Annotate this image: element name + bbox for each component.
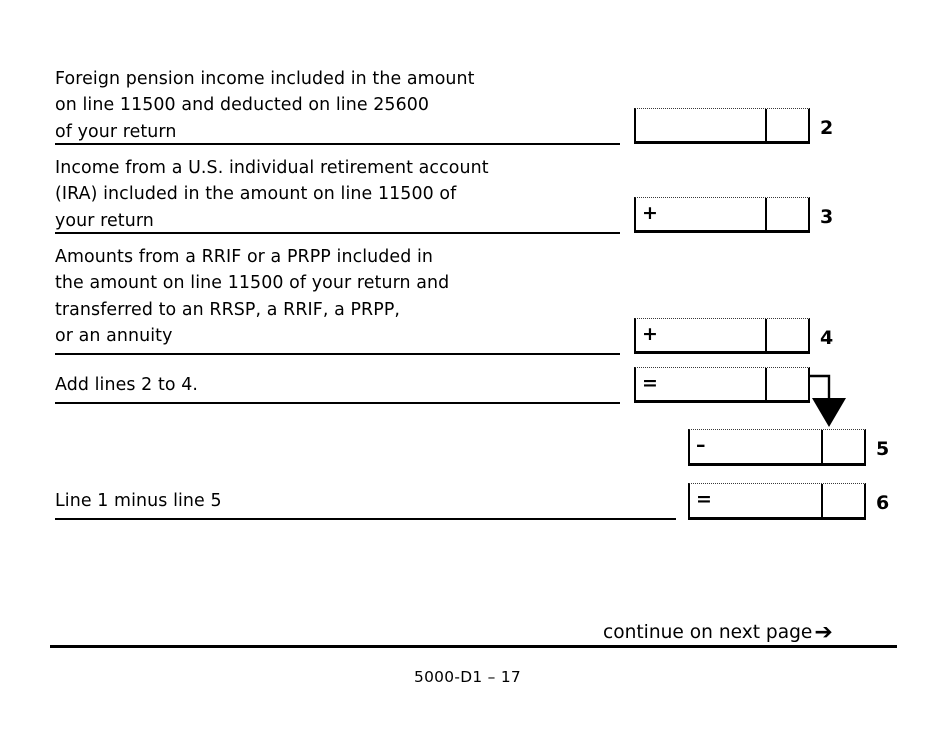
row-6-line-number: 6 [876,492,890,514]
row-subtotal-operator: = [642,371,658,394]
row-6-amount-field[interactable]: = [688,483,866,520]
row-5-operator: – [696,434,706,456]
row-2-line-number: 2 [820,117,834,139]
row-subtotal-cents-cell[interactable] [767,368,808,400]
row-3-underline [55,232,620,234]
row-4-description: Amounts from a RRIF or a PRPP included i… [55,247,450,347]
carry-down-arrow-icon [808,374,846,427]
row-3-cents-cell[interactable] [767,198,808,230]
footer-divider [50,645,897,648]
row-3-amount-field[interactable]: + [634,197,810,233]
row-6-description: Line 1 minus line 5 [55,491,222,511]
row-2-dollars-cell[interactable] [636,109,767,141]
row-5-cents-cell[interactable] [823,430,864,463]
row-2-amount-field[interactable] [634,108,810,144]
row-5-amount-field[interactable]: – [688,429,866,466]
row-subtotal-description: Add lines 2 to 4. [55,375,199,395]
right-arrow-icon: ➔ [814,620,833,645]
row-2-description: Foreign pension income included in the a… [55,69,475,142]
row-6-cents-cell[interactable] [823,484,864,517]
row-2-underline [55,143,620,145]
row-subtotal-amount-field[interactable]: = [634,367,810,403]
row-subtotal-underline [55,402,620,404]
row-2-cents-cell[interactable] [767,109,808,141]
row-5-dollars-cell[interactable]: – [690,430,823,463]
form-identifier: 5000-D1 – 17 [414,668,522,686]
continue-on-next-page: continue on next page➔ [603,622,833,644]
row-3-dollars-cell[interactable]: + [636,198,767,230]
row-3-line-number: 3 [820,206,834,228]
row-subtotal-dollars-cell[interactable]: = [636,368,767,400]
row-4-line-number: 4 [820,327,834,349]
row-4-operator: + [642,322,658,345]
row-5-line-number: 5 [876,438,890,460]
row-4-cents-cell[interactable] [767,319,808,351]
row-6-dollars-cell[interactable]: = [690,484,823,517]
row-6-underline [55,518,676,520]
row-4-underline [55,353,620,355]
row-4-amount-field[interactable]: + [634,318,810,354]
continue-label: continue on next page [603,622,813,643]
row-6-operator: = [696,488,712,510]
row-3-description: Income from a U.S. individual retirement… [55,158,489,231]
row-3-operator: + [642,201,658,224]
row-4-dollars-cell[interactable]: + [636,319,767,351]
